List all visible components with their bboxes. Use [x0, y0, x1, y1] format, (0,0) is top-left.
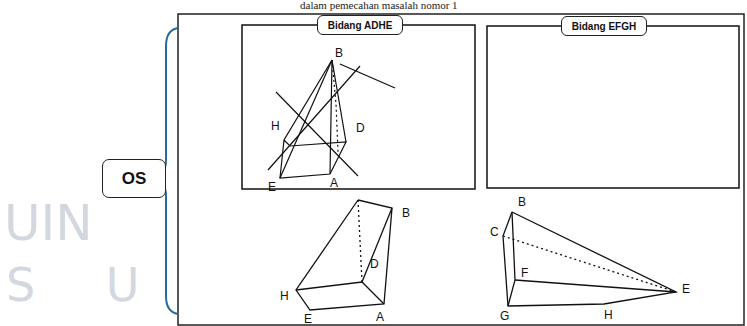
prism-drawing: [503, 212, 676, 306]
label-box: OS: [102, 159, 166, 198]
prism-sketch: [268, 60, 395, 178]
box-text: OS: [122, 169, 147, 189]
vertex-letter: D: [370, 258, 379, 270]
vertex-letter: B: [335, 47, 343, 59]
vertex-letter: E: [268, 181, 276, 193]
box-text: Bidang EFGH: [572, 21, 636, 32]
vertex-letter: B: [402, 207, 410, 219]
vertex-letter: G: [500, 310, 509, 322]
panel-tab: Bidang ADHE: [317, 15, 403, 35]
vertex-letter: H: [604, 309, 613, 321]
vertex-letter: H: [280, 290, 289, 302]
box-text: Bidang ADHE: [328, 20, 393, 31]
vertex-letter: H: [271, 120, 280, 132]
vertex-letter: C: [490, 226, 499, 238]
outer-frame: [178, 14, 744, 325]
vertex-letter: D: [356, 122, 365, 134]
panel-frame: [487, 26, 739, 188]
vertex-letter: A: [330, 177, 338, 189]
watermark: UIN: [4, 198, 93, 248]
vertex-letter: B: [518, 196, 526, 208]
vertex-letter: F: [521, 267, 528, 279]
vertex-letter: E: [304, 313, 312, 325]
vertex-letter: A: [376, 311, 384, 323]
prism-drawing: [296, 200, 392, 310]
caption-fragment: dalam pemecahan masalah nomor 1: [300, 0, 458, 11]
vertex-letter: E: [682, 283, 690, 295]
panel-tab: Bidang EFGH: [561, 16, 647, 36]
watermark: S U: [6, 262, 168, 308]
panel-frame: [242, 25, 475, 189]
